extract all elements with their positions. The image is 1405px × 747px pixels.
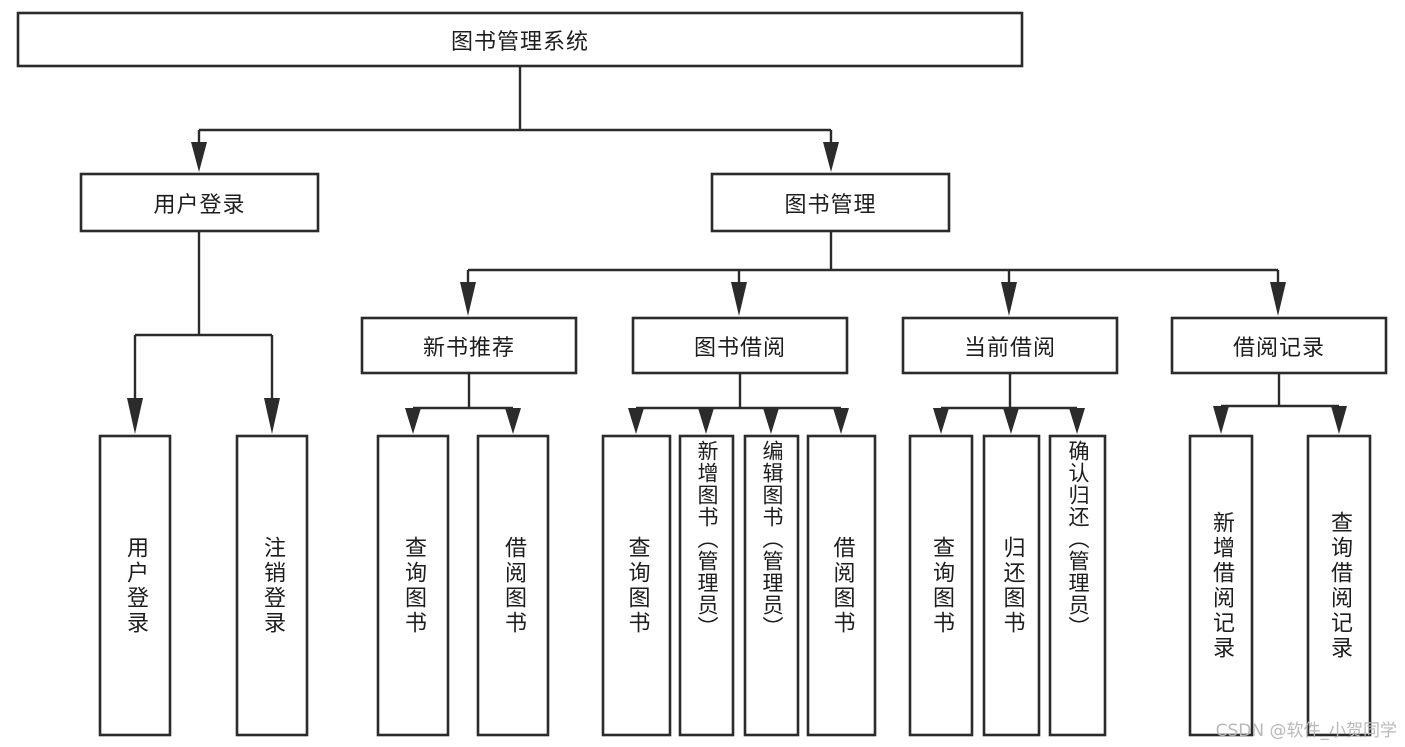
node-leaf-return-book[interactable]	[982, 434, 1041, 737]
arrow-head-icon	[505, 408, 521, 434]
node-book-management[interactable]	[710, 172, 951, 233]
connector-group-borrow-books	[628, 373, 849, 434]
node-leaf-query-book-2[interactable]	[601, 434, 672, 737]
connector-group-current-borrow	[933, 373, 1085, 434]
connector-group-user-login	[127, 231, 280, 434]
node-user-login[interactable]	[79, 172, 320, 233]
arrow-head-icon	[191, 142, 207, 172]
arrow-head-icon	[460, 282, 476, 316]
node-leaf-borrow-book-2[interactable]	[806, 434, 877, 737]
node-leaf-query-book-3[interactable]	[908, 434, 974, 737]
node-borrow-record[interactable]	[1170, 316, 1388, 375]
arrow-head-icon	[1213, 406, 1229, 434]
node-leaf-add-book-admin[interactable]	[678, 434, 735, 737]
connector-group-borrow-record	[1213, 373, 1347, 434]
arrow-head-icon	[698, 408, 714, 434]
node-leaf-query-book-1[interactable]	[376, 434, 450, 737]
arrow-head-icon	[628, 408, 644, 434]
connector-group-book-mgmt	[460, 231, 1286, 316]
arrow-head-icon	[1331, 406, 1347, 434]
arrow-head-icon	[833, 408, 849, 434]
arrow-head-icon	[823, 142, 839, 172]
arrow-head-icon	[763, 408, 779, 434]
node-leaf-confirm-return-admin[interactable]	[1048, 434, 1107, 737]
arrow-head-icon	[1069, 408, 1085, 434]
arrow-head-icon	[264, 398, 280, 434]
arrow-head-icon	[933, 408, 949, 434]
node-leaf-borrow-book-1[interactable]	[476, 434, 550, 737]
connector-group-root	[191, 66, 839, 172]
arrow-head-icon	[1270, 282, 1286, 316]
arrow-head-icon	[1003, 408, 1019, 434]
arrow-head-icon	[731, 282, 747, 316]
arrow-head-icon	[127, 398, 143, 434]
node-leaf-edit-book-admin[interactable]	[743, 434, 800, 737]
arrow-head-icon	[1001, 282, 1017, 316]
node-root-book-management-system[interactable]	[16, 11, 1024, 68]
node-leaf-user-login[interactable]	[98, 434, 172, 737]
node-leaf-query-borrow-record[interactable]	[1306, 434, 1372, 737]
node-new-book-recommend[interactable]	[360, 316, 578, 375]
connector-group-new-books	[405, 373, 521, 434]
node-current-borrow[interactable]	[901, 316, 1119, 375]
node-book-borrow[interactable]	[631, 316, 849, 375]
arrow-head-icon	[405, 408, 421, 434]
node-leaf-logout-login[interactable]	[235, 434, 309, 737]
node-leaf-add-borrow-record[interactable]	[1188, 434, 1254, 737]
